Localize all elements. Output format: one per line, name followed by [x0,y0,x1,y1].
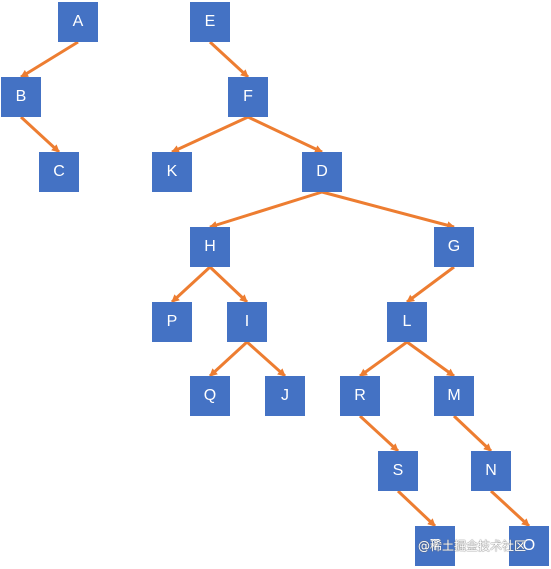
node-b: B [1,77,41,117]
edge-e-f [208,40,250,79]
node-e: E [190,2,230,42]
edge-i-q [208,340,249,378]
edge-h-i [208,265,249,304]
edge-r-s [358,414,400,453]
node-a: A [58,2,98,42]
edge-m-n [452,414,493,453]
node-o: O [509,526,549,566]
edge-l-r [359,340,408,378]
node-d: D [302,152,342,192]
node-i: I [227,302,267,342]
edge-h-p [170,265,212,304]
node-l: L [387,302,427,342]
edge-l-m [406,340,455,378]
node-h: H [190,227,230,267]
edge-n-o [489,489,531,528]
watermark-text: @稀土掘金技术社区 [418,539,527,553]
edge-s-t [396,489,437,528]
node-f: F [228,77,268,117]
node-t: T [415,526,455,566]
node-k: K [152,152,192,192]
node-s: S [378,451,418,491]
edge-f-d [247,115,323,154]
node-r: R [340,376,380,416]
node-m: M [434,376,474,416]
edge-f-k [171,115,249,154]
edge-d-g [321,190,455,230]
node-p: P [152,302,192,342]
edge-a-b [20,40,79,79]
edge-i-j [245,340,287,378]
edge-b-c [19,115,61,154]
node-g: G [434,227,474,267]
node-q: Q [190,376,230,416]
node-c: C [39,152,79,192]
node-j: J [265,376,305,416]
edge-d-h [209,190,323,229]
node-n: N [471,451,511,491]
edge-g-l [406,265,455,304]
